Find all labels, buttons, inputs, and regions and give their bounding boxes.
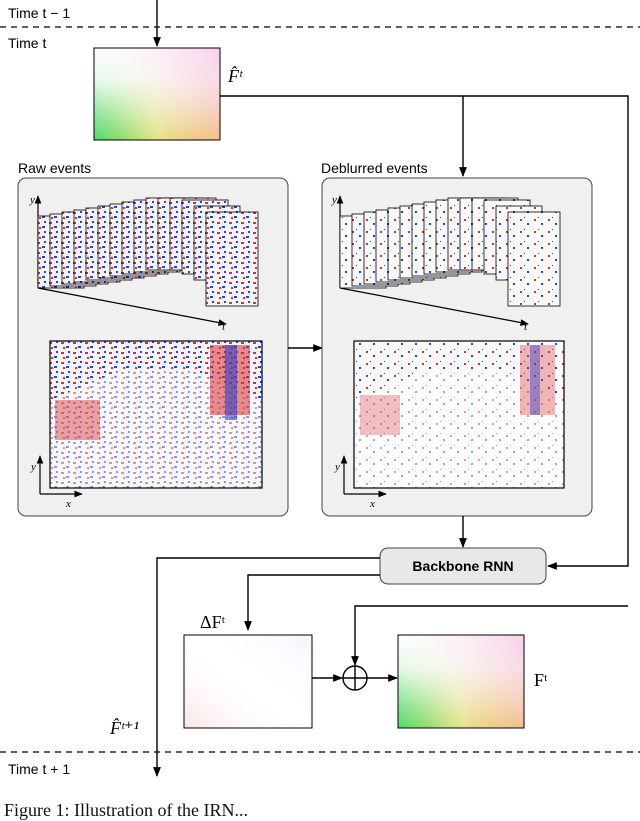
figure-caption: Figure 1: Illustration of the IRN...: [4, 800, 248, 820]
raw-stack-y-label: y: [29, 194, 35, 206]
flow-image-t: [397, 634, 525, 729]
deblurred-event-stack: y t: [331, 194, 561, 333]
backbone-rnn-label: Backbone RNN: [412, 558, 513, 574]
time-prev-label: Time t − 1: [8, 5, 70, 21]
deblurred-frame-x-label: x: [369, 498, 375, 510]
deblurred-frame-y-label: y: [334, 461, 340, 473]
deblurred-event-frame: [353, 340, 565, 489]
arrow-hat-flow-to-sum: [351, 605, 628, 666]
time-curr-label: Time t: [8, 35, 46, 51]
deblurred-stack-y-label: y: [331, 194, 337, 206]
label-hat-flow-t-plus-1: F̂ᵗ⁺¹: [109, 718, 139, 738]
deblurred-events-title: Deblurred events: [321, 160, 428, 176]
raw-event-frame: [49, 340, 263, 489]
arrow-backbone-to-next-state: [153, 557, 380, 777]
raw-event-stack: y t: [29, 194, 259, 333]
raw-stack-t-label: t: [222, 321, 226, 333]
deblurred-stack-t-label: t: [524, 321, 528, 333]
arrow-hat-flow-to-backbone: [220, 95, 629, 570]
time-next-label: Time t + 1: [8, 761, 70, 777]
raw-events-title: Raw events: [18, 160, 91, 176]
label-flow-t: Fᵗ: [534, 670, 548, 690]
raw-frame-y-label: y: [30, 461, 36, 473]
label-hat-flow-t: F̂ᵗ: [227, 66, 243, 86]
sum-node-icon: [342, 665, 368, 691]
flow-image-delta-t: [183, 634, 313, 729]
arrow-backbone-to-delta: [244, 574, 380, 631]
flow-image-hat-t: [93, 47, 221, 141]
raw-frame-x-label: x: [65, 498, 71, 510]
backbone-rnn-block: [379, 547, 547, 585]
label-delta-flow-t: ΔFᵗ: [200, 612, 226, 632]
